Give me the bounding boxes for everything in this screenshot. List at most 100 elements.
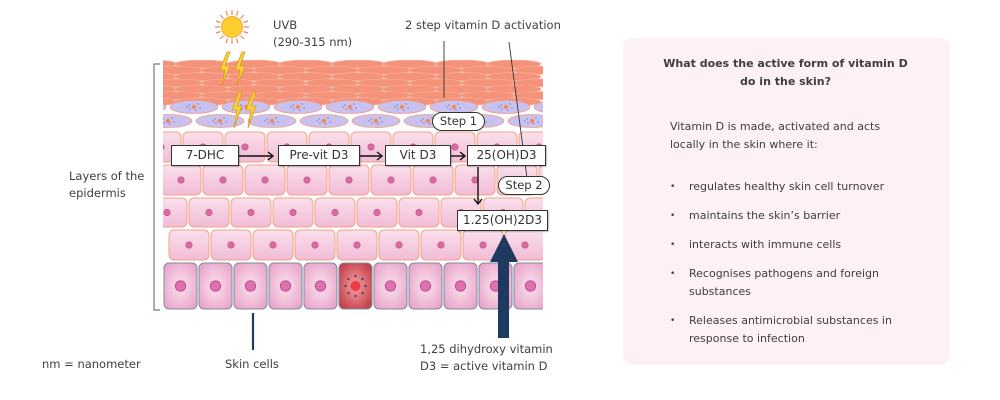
granule — [273, 123, 275, 125]
basal-nucleus — [244, 280, 257, 292]
basal-nucleus — [454, 280, 467, 292]
corneum-cell — [486, 84, 542, 94]
granule — [325, 123, 327, 125]
granule — [318, 118, 320, 120]
cell-nucleus — [289, 209, 297, 217]
activation-title: 2 step vitamin D activation — [405, 18, 561, 32]
granule — [240, 104, 242, 106]
spinous-cell — [163, 197, 188, 228]
cell-nucleus — [437, 241, 445, 249]
granule — [189, 108, 191, 110]
bullet-text: regulates healthy skin cell turnover — [689, 180, 885, 193]
cell-nucleus — [311, 241, 319, 249]
granule — [449, 108, 451, 110]
granule — [215, 122, 217, 124]
granule — [275, 117, 277, 119]
granule — [223, 117, 225, 119]
basal-nucleus — [560, 281, 570, 291]
cell-nucleus — [163, 144, 165, 150]
cell-nucleus — [556, 177, 562, 183]
granule — [377, 123, 379, 125]
lightning-icon — [219, 51, 257, 129]
granule — [552, 104, 553, 105]
active-vitd-label-line1: 1,25 dihydroxy vitamin — [420, 342, 553, 356]
corneum-cell — [486, 60, 542, 69]
granule — [266, 118, 268, 120]
granule — [212, 120, 214, 122]
granular-nucleus — [503, 104, 509, 110]
granule — [403, 109, 405, 111]
cell-nucleus — [367, 143, 375, 151]
basal-nucleus — [279, 280, 292, 292]
granule — [221, 123, 223, 125]
granule — [533, 123, 535, 125]
granule — [455, 109, 457, 111]
corneum-cell — [512, 91, 543, 100]
granular-nucleus — [425, 118, 431, 124]
cell-nucleus — [479, 241, 487, 249]
cell-nucleus — [521, 241, 529, 249]
granular-nucleus — [191, 104, 197, 110]
granule — [344, 104, 346, 106]
corneum-cell — [512, 78, 543, 88]
granule — [420, 120, 422, 122]
granule — [163, 122, 165, 124]
cell-nucleus — [471, 176, 479, 184]
granule — [327, 117, 329, 119]
granule — [342, 106, 344, 108]
bullet-text: maintains the skin’s barrier — [689, 209, 841, 222]
granule — [351, 109, 353, 111]
bullet-item: •Releases antimicrobial substances in re… — [670, 312, 930, 348]
granule — [511, 107, 513, 109]
vitamin-dot — [347, 277, 350, 281]
vitamin-dot — [364, 284, 367, 288]
panel-intro: Vitamin D is made, activated and acts lo… — [670, 120, 881, 151]
vitamin-dot — [361, 291, 364, 295]
granule — [561, 103, 562, 104]
granule — [446, 106, 448, 108]
cell-nucleus — [373, 209, 381, 217]
sun-icon — [215, 10, 249, 44]
granule — [394, 106, 396, 108]
granule — [422, 118, 424, 120]
granular-nucleus — [556, 105, 560, 109]
cell-nucleus — [415, 209, 423, 217]
pathway-box-previt-d3: Pre-vit D3 — [278, 145, 360, 166]
granule — [563, 107, 564, 108]
active-vitd-label-line2: D3 = active vitamin D — [420, 359, 548, 373]
cell-nucleus — [584, 209, 590, 215]
granule — [173, 121, 175, 123]
cell-nucleus — [269, 241, 277, 249]
granule — [160, 120, 161, 121]
granule — [550, 106, 551, 107]
cell-nucleus — [429, 176, 437, 184]
granular-cell — [533, 101, 543, 113]
granule — [214, 118, 216, 120]
skin-cells-label: Skin cells — [225, 357, 279, 371]
granule — [316, 120, 318, 122]
spinous-cell — [547, 230, 587, 260]
granular-nucleus — [321, 118, 327, 124]
vitamin-dot — [361, 277, 364, 281]
granule — [509, 103, 511, 105]
bullet-item: •maintains the skin’s barrier — [670, 207, 930, 225]
granular-nucleus — [165, 118, 171, 124]
granule — [301, 103, 303, 105]
granule — [277, 121, 279, 123]
cell-nucleus — [353, 241, 361, 249]
granular-nucleus — [347, 104, 353, 110]
granule — [329, 121, 331, 123]
granule — [448, 104, 450, 106]
granule — [134, 106, 135, 107]
granule — [524, 120, 526, 122]
vitamin-dot — [347, 291, 350, 295]
granule — [303, 107, 305, 109]
granule — [137, 108, 138, 109]
basal-nucleus — [384, 280, 397, 292]
granule — [319, 122, 321, 124]
pathway-box-25ohd3: 25(OH)D3 — [467, 145, 546, 166]
vitamin-dot — [354, 274, 357, 278]
cell-nucleus — [205, 209, 213, 217]
granule — [526, 118, 528, 120]
granule — [559, 109, 560, 110]
